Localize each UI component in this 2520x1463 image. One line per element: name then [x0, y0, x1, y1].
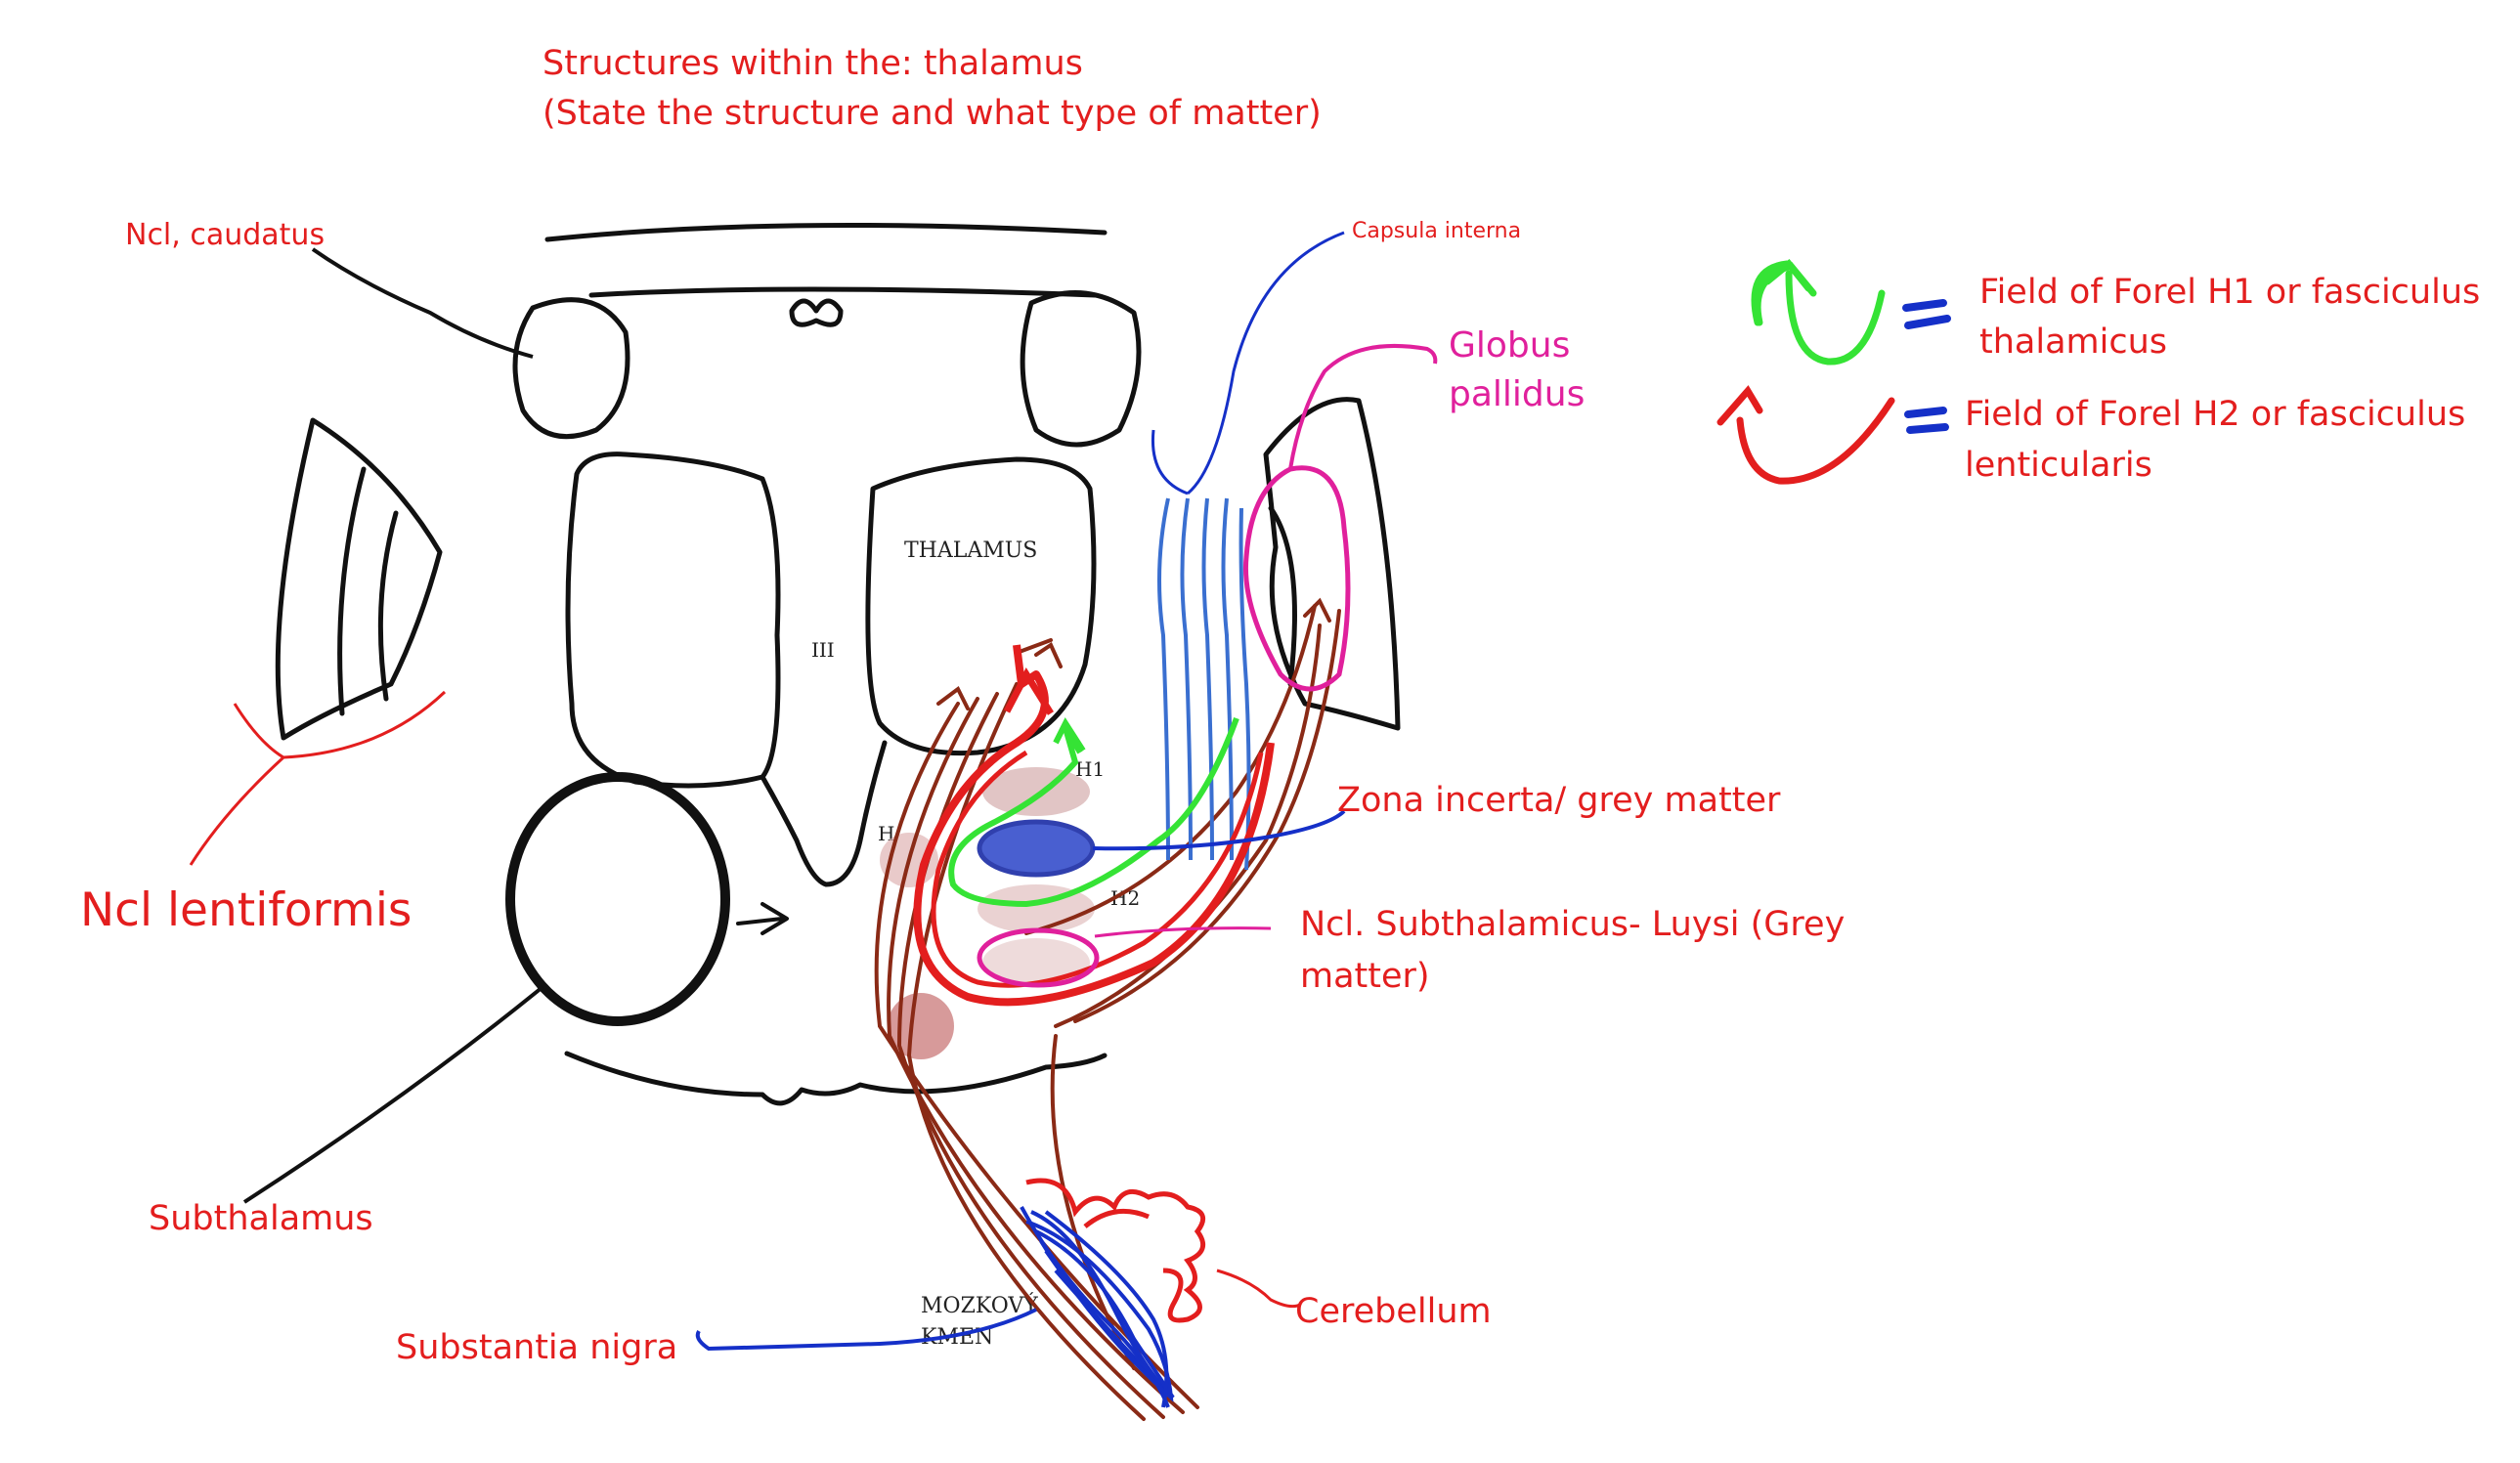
legend-h2-line-2: lenticularis — [1965, 446, 2152, 485]
lentiform-right — [1263, 397, 1401, 731]
substantia-nigra-leader — [695, 1308, 1037, 1352]
legend-h1-green-arrow — [1754, 261, 1817, 326]
legend-h2-line-1: Field of Forel H2 or fasciculus — [1965, 395, 2465, 434]
ci-fiber-1 — [1157, 497, 1170, 861]
legend-h2-red-curl-icon — [1716, 385, 1895, 485]
legend: Field of Forel H1 or fasciculus thalamic… — [1716, 259, 2480, 485]
h1-green-arc — [948, 716, 1239, 908]
h2-red-arc-2 — [931, 750, 1264, 988]
globus-pallidus-outline — [1242, 465, 1351, 692]
lentiform-right-inner — [1268, 505, 1297, 687]
subthalamic-leader — [1094, 926, 1272, 938]
cerebellum-leader — [1216, 1269, 1301, 1309]
tract-6 — [1054, 624, 1322, 1028]
subthalamus-arrow — [736, 902, 789, 935]
label-globus-pallidus-1: Globus — [1449, 325, 1570, 366]
tract-5 — [1050, 1034, 1136, 1370]
legend-h1-line-1: Field of Forel H1 or fasciculus — [1979, 273, 2480, 312]
tract-7 — [1073, 609, 1341, 1023]
h2-red-arrowhead — [1003, 667, 1054, 715]
capsula-interna-leader — [1151, 231, 1345, 495]
label-zona-incerta: Zona incerta/ grey matter — [1337, 781, 1781, 820]
title-line-1: Structures within the: thalamus — [543, 44, 1083, 83]
legend-h1-equals-icon — [1902, 299, 1951, 329]
tract-arrow-2 — [1034, 642, 1063, 668]
label-capsula-interna: Capsula interna — [1352, 219, 1521, 243]
subthalamic-nucleus-magenta — [977, 927, 1100, 988]
red-nucleus-shade — [888, 993, 954, 1059]
ci-fiber-4 — [1221, 497, 1234, 861]
mozkovy-text-1: MOZKOVÝ — [921, 1292, 1038, 1318]
midbrain-baseline — [564, 1051, 1108, 1106]
label-subthalamicus-2: matter) — [1300, 957, 1430, 996]
cerebellum-squiggle — [1025, 1178, 1206, 1323]
subthalamus-circle — [505, 772, 730, 1026]
caudate-right — [1020, 290, 1142, 448]
sn-scribble-5 — [1044, 1210, 1169, 1408]
tract-arrow-1 — [936, 685, 970, 710]
subthalamus-leader — [242, 985, 544, 1204]
label-ncl-lentiformis: Ncl lentiformis — [80, 883, 412, 937]
ncl-caudatus-leader — [311, 247, 534, 359]
label-subthalamus: Subthalamus — [149, 1199, 373, 1238]
title-line-2: (State the structure and what type of ma… — [543, 94, 1322, 133]
zona-incerta-blue — [977, 819, 1096, 878]
thalamus-right — [865, 456, 1097, 756]
globus-pallidus-leader — [1288, 343, 1438, 470]
fornix-shape — [789, 298, 844, 327]
ci-fiber-3 — [1201, 497, 1214, 861]
tract-2 — [887, 697, 1185, 1414]
legend-h2-equals-icon — [1904, 407, 1949, 434]
corpus-callosum-lower — [588, 286, 1098, 298]
tract-8 — [1024, 604, 1317, 935]
zona-incerta-leader — [1092, 809, 1346, 851]
capsula-interna-fibers — [1157, 497, 1251, 871]
zona-incerta-shade — [982, 767, 1090, 816]
substantia-nigra-scribble — [1020, 1206, 1175, 1408]
label-subthalamicus-1: Ncl. Subthalamicus- Luysi (Grey — [1300, 905, 1845, 944]
h2-red-arc — [913, 644, 1275, 1007]
tract-arrow-3 — [1303, 597, 1331, 623]
caudate-left — [512, 297, 630, 440]
tract-9 — [1015, 638, 1053, 655]
lentiform-left — [275, 417, 443, 741]
ci-fiber-5 — [1238, 507, 1251, 871]
thalamus-left — [565, 452, 781, 789]
h1-green-arrowhead — [1053, 716, 1086, 753]
lentiform-left-inner-2 — [377, 510, 399, 702]
label-globus-pallidus-2: pallidus — [1449, 374, 1585, 414]
label-substantia-nigra: Substantia nigra — [396, 1328, 677, 1367]
label-cerebellum: Cerebellum — [1295, 1292, 1492, 1331]
h1-text: H1 — [1075, 757, 1105, 781]
thalamus-text: THALAMUS — [904, 538, 1037, 563]
ventricle-text: III — [811, 638, 835, 662]
third-ventricle — [760, 740, 888, 887]
legend-h1-line-2: thalamicus — [1979, 323, 2167, 362]
ncl-lentiformis-leader — [189, 690, 447, 866]
lentiform-left-inner-1 — [337, 466, 367, 716]
brain-outline — [275, 222, 1401, 1106]
label-ncl-caudatus: Ncl, caudatus — [125, 218, 325, 252]
legend-h1-green-curl-icon — [1751, 259, 1886, 366]
corpus-callosum-upper — [544, 222, 1108, 242]
